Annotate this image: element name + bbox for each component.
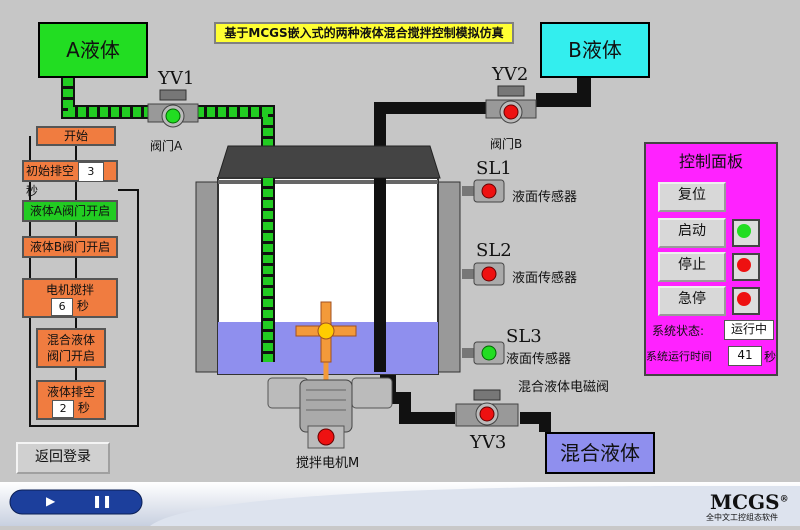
motor-label: 搅拌电机M	[296, 456, 360, 471]
step-motor-stir: 电机搅拌 6 秒	[22, 278, 118, 318]
sensor-sl3-name: 液面传感器	[506, 352, 572, 367]
stop-indicator	[732, 253, 760, 281]
step-mix-valve-line2: 阀门开启	[46, 349, 95, 363]
pipe-b	[536, 78, 591, 107]
valve-yv3-body	[455, 389, 519, 427]
step-valve-b: 液体B阀门开启	[22, 236, 118, 258]
sensor-sl3-body	[462, 341, 505, 365]
runtime-unit: 秒	[764, 350, 777, 364]
step-drain-empty-label: 液体排空	[46, 385, 95, 399]
runtime-value: 41	[728, 346, 762, 366]
control-panel: 控制面板 复位 启动 停止 急停 系统状态: 运行中 系统运行时间 41 秒	[644, 142, 778, 376]
brand-logo-text: MCGS	[710, 490, 780, 514]
empty-seconds-input[interactable]: 2	[52, 400, 75, 418]
estop-indicator	[732, 287, 760, 315]
step-initial-drain: 初始排空 3 秒	[22, 160, 118, 198]
valve-yv1-name: 阀门A	[150, 139, 183, 153]
stop-lamp-icon	[737, 258, 751, 272]
brand-logo-reg: ®	[779, 494, 789, 505]
runtime-label: 系统运行时间	[646, 350, 712, 363]
stir-seconds-input[interactable]: 6	[51, 298, 74, 316]
sensor-sl3-tag: SL3	[506, 326, 542, 347]
drain-seconds-input[interactable]: 3	[77, 162, 104, 182]
step-valve-a: 液体A阀门开启	[22, 200, 118, 222]
tank-b: B液体	[540, 22, 650, 78]
valve-yv2-tag: YV2	[492, 64, 529, 85]
page-title: 基于MCGS嵌入式的两种液体混合搅拌控制模拟仿真	[214, 22, 514, 44]
emergency-stop-button[interactable]: 急停	[658, 286, 726, 316]
bottom-toolbar: ▶ ❚❚ MCGS® 全中文工控组态软件	[0, 482, 800, 526]
start-button[interactable]: 启动	[658, 218, 726, 248]
motor-base	[267, 377, 393, 449]
brand-logo: MCGS®	[710, 490, 789, 514]
tank-a: A液体	[38, 22, 148, 78]
sensor-sl2-tag: SL2	[476, 240, 512, 261]
pipe-mix	[380, 370, 455, 424]
step-drain-empty: 液体排空 2 秒	[36, 380, 106, 420]
pause-icon[interactable]: ❚❚	[92, 494, 113, 508]
valve-yv1-body	[147, 89, 199, 128]
sensor-sl1-name: 液面传感器	[512, 190, 578, 205]
step-drain-empty-unit: 秒	[77, 401, 90, 415]
step-motor-stir-label: 电机搅拌	[45, 283, 94, 297]
status-value: 运行中	[724, 320, 774, 340]
sensor-sl1-tag: SL1	[476, 158, 512, 179]
play-icon[interactable]: ▶	[46, 494, 56, 508]
valve-yv2-name: 阀门B	[490, 137, 523, 151]
valve-yv3-tag: YV3	[470, 432, 507, 453]
estop-lamp-icon	[737, 292, 751, 306]
valve-yv2-body	[485, 85, 537, 124]
pipe-mix-2	[520, 412, 551, 432]
step-mix-valve-line1: 混合液体	[46, 333, 95, 347]
valve-yv1-tag: YV1	[158, 68, 195, 89]
step-initial-drain-label: 初始排空	[26, 164, 75, 178]
stop-button[interactable]: 停止	[658, 252, 726, 282]
brand-tagline: 全中文工控组态软件	[706, 513, 778, 522]
flow-lines	[29, 136, 139, 427]
status-label: 系统状态:	[652, 324, 705, 338]
control-panel-title: 控制面板	[678, 152, 743, 171]
step-initial-drain-unit: 秒	[26, 184, 39, 198]
agitator	[295, 301, 357, 385]
step-motor-stir-unit: 秒	[76, 299, 89, 313]
sensor-sl2-body	[462, 262, 505, 286]
valve-yv3-name: 混合液体电磁阀	[518, 380, 610, 395]
tank-mix: 混合液体	[545, 432, 655, 474]
back-to-login-button[interactable]: 返回登录	[16, 442, 110, 474]
reset-button[interactable]: 复位	[658, 182, 726, 212]
sensor-sl1-body	[462, 179, 505, 203]
toolbar-graphics	[0, 482, 800, 526]
step-start: 开始	[36, 126, 116, 146]
start-lamp-icon	[737, 224, 751, 238]
step-mix-valve: 混合液体 阀门开启	[36, 328, 106, 368]
start-indicator	[732, 219, 760, 247]
sensor-sl2-name: 液面传感器	[512, 271, 578, 286]
